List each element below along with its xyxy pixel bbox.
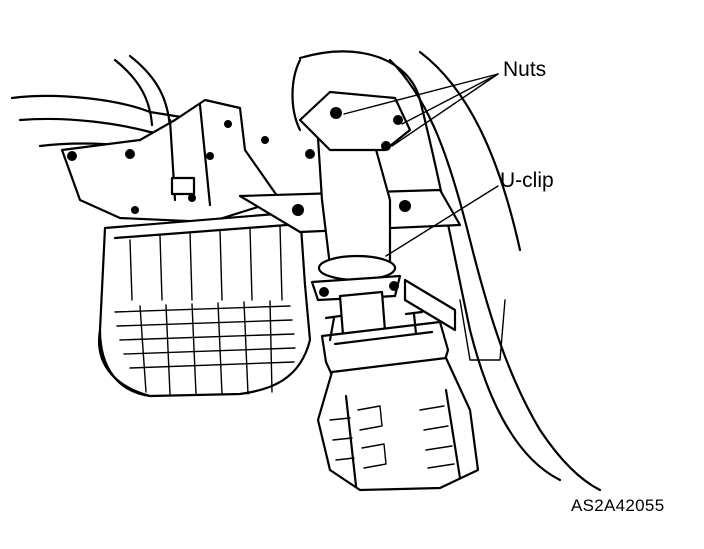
leader-lines: [343, 73, 499, 257]
u-clip-callout-label: U-clip: [500, 169, 554, 192]
nuts-callout-label: Nuts: [503, 58, 547, 81]
figure-code: AS2A42055: [571, 496, 665, 515]
catalytic-converter: [316, 310, 480, 492]
oil-pan: [98, 210, 312, 398]
exhaust-pipe: [298, 90, 412, 350]
mount-bracket: [60, 98, 282, 224]
